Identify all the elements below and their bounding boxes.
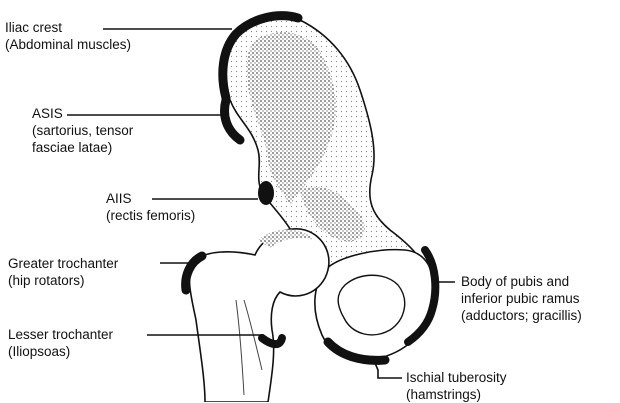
pubis-label: Body of pubis and inferior pubic ramus (… (461, 273, 582, 324)
ischial-tuberosity-label: Ischial tuberosity (hamstrings) (406, 369, 507, 403)
ischial-tuberosity-name: Ischial tuberosity (406, 369, 507, 386)
iliac-crest-name: Iliac crest (5, 19, 131, 36)
greater-trochanter-muscles: (hip rotators) (8, 272, 118, 289)
aiis-marking (258, 181, 274, 205)
greater-trochanter-label: Greater trochanter (hip rotators) (8, 255, 118, 289)
iliac-crest-muscles: (Abdominal muscles) (5, 36, 131, 53)
ischial-tuberosity-muscles: (hamstrings) (406, 386, 507, 403)
pubis-name-line1: Body of pubis and (461, 273, 582, 290)
asis-muscles-line2: fasciae latae) (32, 139, 133, 156)
asis-label: ASIS (sartorius, tensor fasciae latae) (32, 105, 133, 156)
lesser-trochanter-name: Lesser trochanter (8, 326, 113, 343)
aiis-name: AIIS (106, 190, 195, 207)
greater-trochanter-name: Greater trochanter (8, 255, 118, 272)
femur (189, 229, 328, 402)
lesser-trochanter-label: Lesser trochanter (Iliopsoas) (8, 326, 113, 360)
asis-muscles-line1: (sartorius, tensor (32, 122, 133, 139)
aiis-label: AIIS (rectis femoris) (106, 190, 195, 224)
asis-name: ASIS (32, 105, 133, 122)
aiis-muscles: (rectis femoris) (106, 207, 195, 224)
lesser-trochanter-muscles: (Iliopsoas) (8, 343, 113, 360)
pubis-name-line2: inferior pubic ramus (461, 290, 582, 307)
iliac-crest-label: Iliac crest (Abdominal muscles) (5, 19, 131, 53)
pubis-muscles: (adductors; gracillis) (461, 307, 582, 324)
